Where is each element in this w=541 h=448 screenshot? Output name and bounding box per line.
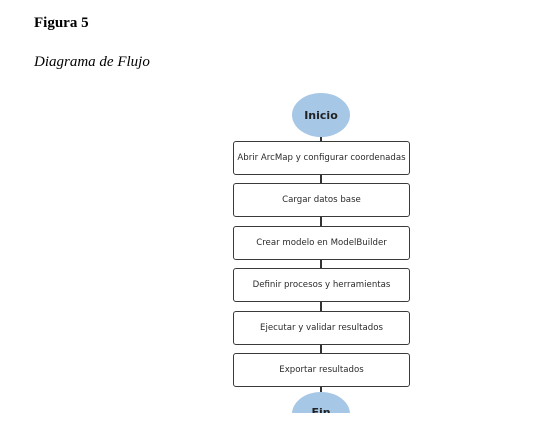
connector-step3-step4 xyxy=(320,259,322,268)
process-step-4: Definir procesos y herramientas xyxy=(233,268,410,302)
figure-number: Figura 5 xyxy=(34,15,89,31)
connector-step2-step3 xyxy=(320,216,322,226)
start-node: Inicio xyxy=(292,93,350,137)
connector-start-step1 xyxy=(320,136,322,141)
process-step-3: Crear modelo en ModelBuilder xyxy=(233,226,410,260)
connector-step6-end xyxy=(320,386,322,392)
connector-step1-step2 xyxy=(320,174,322,183)
process-step-6: Exportar resultados xyxy=(233,353,410,387)
process-step-2: Cargar datos base xyxy=(233,183,410,217)
figure-title: Diagrama de Flujo xyxy=(34,54,150,70)
connector-step5-step6 xyxy=(320,344,322,353)
process-step-5: Ejecutar y validar resultados xyxy=(233,311,410,345)
process-step-1: Abrir ArcMap y configurar coordenadas xyxy=(233,141,410,175)
crop-mask xyxy=(0,413,541,448)
connector-step4-step5 xyxy=(320,301,322,311)
